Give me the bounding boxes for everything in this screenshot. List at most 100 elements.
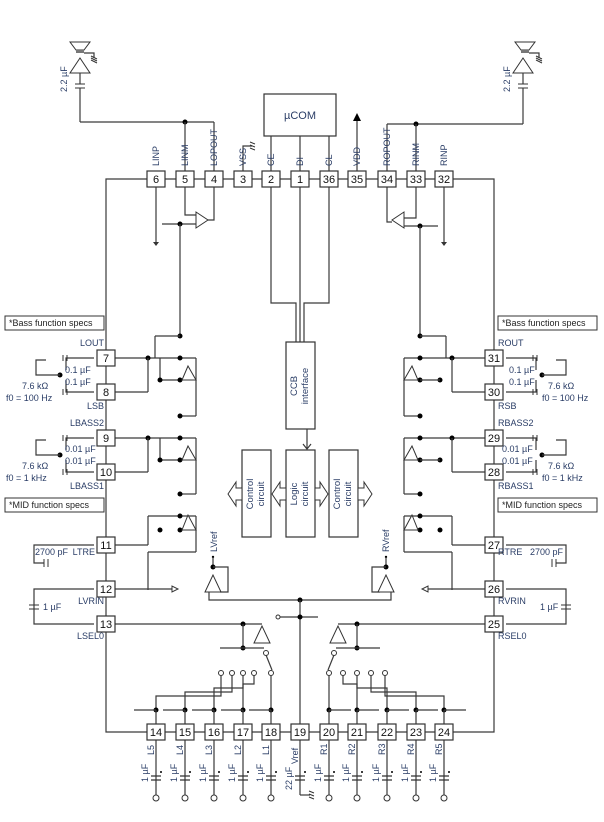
pin-cap: 22 µF xyxy=(284,766,294,790)
left-bass-stage xyxy=(114,333,197,417)
input-selector-left xyxy=(220,621,273,671)
pin-name: RINP xyxy=(439,144,449,166)
pin-name: RINM xyxy=(411,143,421,166)
pin-number: 20 xyxy=(323,727,335,739)
pin-name: L4 xyxy=(175,745,185,755)
pin-number: 8 xyxy=(103,387,109,399)
right-external-filters: *Bass function specs 0.1 µF 0.1 µF 7.6 k… xyxy=(497,315,598,625)
pin-18: 18 xyxy=(261,723,281,741)
logic-label-2: circuit xyxy=(300,481,311,506)
pin-name: RSB xyxy=(498,401,517,411)
pin-name: RBASS1 xyxy=(498,481,534,491)
pin-number: 34 xyxy=(381,174,393,186)
pin-number: 16 xyxy=(208,727,220,739)
pin-name: LSB xyxy=(87,401,104,411)
pin-1: 1 DI xyxy=(290,157,310,188)
pin-cap: 1 µF xyxy=(371,763,381,782)
right-mid-res: 7.6 kΩ xyxy=(548,461,575,471)
pin-name: R4 xyxy=(406,743,416,755)
left-mid-cap2: 0.01 µF xyxy=(65,456,96,466)
right-bass-stage xyxy=(403,333,486,417)
right-mid-stage xyxy=(403,413,486,495)
mid-spec-note-right xyxy=(497,497,598,513)
left-control-label-1: Control xyxy=(245,479,256,510)
right-control-label-2: circuit xyxy=(343,481,354,506)
left-mid-f0: f0 = 1 kHz xyxy=(6,473,47,483)
pin-number: 12 xyxy=(100,584,112,596)
right-bass-cap2: 0.1 µF xyxy=(509,377,535,387)
pin-number: 18 xyxy=(265,727,277,739)
pin-number: 13 xyxy=(100,619,112,631)
pin-24: 24 xyxy=(434,723,454,741)
pin-name: R5 xyxy=(434,743,444,755)
pin-name: LVRIN xyxy=(78,596,104,606)
pin-name: ROPOUT xyxy=(382,127,392,166)
left-vrin-cap: 1 µF xyxy=(43,602,62,612)
pin-number: 11 xyxy=(100,540,111,552)
pin-number: 9 xyxy=(103,433,109,445)
pin-21: 21 xyxy=(347,723,367,741)
pin-name: L5 xyxy=(146,745,156,755)
pin-number: 27 xyxy=(488,540,500,552)
pin-name: LBASS2 xyxy=(70,418,104,428)
pin-cap: 1 µF xyxy=(255,763,265,782)
left-mid-res: 7.6 kΩ xyxy=(22,461,49,471)
pin-17: 17 xyxy=(233,723,253,741)
pin-15: 15 xyxy=(175,723,195,741)
pin-name: L2 xyxy=(233,745,243,755)
pin-number: 15 xyxy=(179,727,191,739)
pin-number: 30 xyxy=(488,387,500,399)
pin-number: 25 xyxy=(488,619,500,631)
bass-spec-note-right xyxy=(497,315,598,331)
left-external-filters: *Bass function specs 0.1 µF 0.1 µF 7.6 k… xyxy=(4,315,105,625)
pin-number: 29 xyxy=(488,433,500,445)
pin-number: 36 xyxy=(323,174,335,186)
bus-arrows xyxy=(227,480,373,508)
pin-number: 1 xyxy=(297,174,303,186)
right-speaker-cap-label: 2.2 µF xyxy=(502,66,512,92)
pin-name: VSS xyxy=(238,148,248,166)
left-control-circuit-block: Control circuit xyxy=(241,449,272,538)
right-treble-cap: 2700 pF xyxy=(530,547,564,557)
left-treble-cap: 2700 pF xyxy=(35,547,69,557)
left-speaker: 2.2 µF xyxy=(59,41,214,125)
pin-number: 28 xyxy=(488,467,500,479)
pin-name: Vref xyxy=(290,747,300,764)
mcu-label: µCOM xyxy=(284,110,316,122)
pin-cap: 1 µF xyxy=(198,763,208,782)
left-bass-res: 7.6 kΩ xyxy=(22,381,49,391)
logic-label-1: Logic xyxy=(289,482,300,505)
pin-name: LBASS1 xyxy=(70,481,104,491)
right-bass-res: 7.6 kΩ xyxy=(548,381,575,391)
pin-name: LOPOUT xyxy=(209,128,219,166)
pin-number: 22 xyxy=(381,727,393,739)
pin-number: 19 xyxy=(294,727,306,739)
rvref-label: RVref xyxy=(381,529,391,552)
pin-name: DI xyxy=(295,157,305,166)
pin-14: 14 xyxy=(146,723,166,741)
pin-cap: 1 µF xyxy=(428,763,438,782)
pin-number: 35 xyxy=(351,174,363,186)
pin-name: L1 xyxy=(261,745,271,755)
pin-number: 17 xyxy=(237,727,249,739)
left-speaker-cap-label: 2.2 µF xyxy=(59,66,69,92)
right-treble-stage xyxy=(338,491,486,625)
bass-spec-note-left xyxy=(4,315,105,331)
